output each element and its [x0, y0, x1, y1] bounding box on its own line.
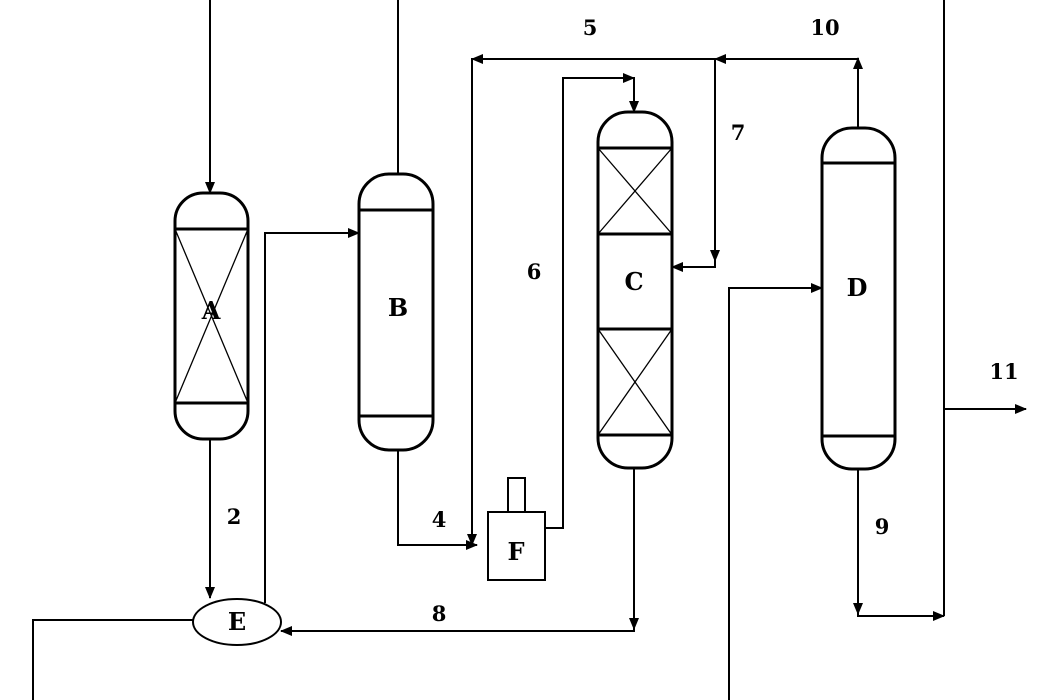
feed-line-d — [728, 283, 823, 700]
vessel-b: B — [357, 172, 435, 452]
vessel-d-label: D — [847, 273, 868, 302]
stream-e-outlet-line — [32, 619, 193, 700]
stream-5-line — [467, 58, 715, 546]
exchanger-e: E — [192, 598, 282, 646]
vessel-c-label: C — [624, 267, 643, 296]
stream-9-label: 9 — [875, 514, 890, 539]
stream-7-label: 7 — [731, 120, 746, 145]
stream-6-label: 6 — [527, 259, 542, 284]
vessel-c: C — [596, 110, 674, 470]
stream-e-to-b-line — [264, 228, 360, 603]
stream-4-label: 4 — [432, 507, 447, 532]
vessel-d: D — [820, 126, 897, 471]
stream-9-line — [857, 469, 945, 621]
stream-5-label: 5 — [583, 15, 598, 40]
stream-2-label: 2 — [227, 504, 242, 529]
unit-f-label: F — [507, 537, 524, 566]
stream-7-line — [671, 59, 716, 272]
stream-8-line — [280, 468, 635, 636]
vessel-a-label: A — [201, 296, 221, 325]
stream-6-line — [545, 77, 639, 529]
stream-10-line — [715, 58, 859, 128]
stream-11-label: 11 — [989, 359, 1018, 384]
stream-8-label: 8 — [432, 601, 447, 626]
unit-f: F — [487, 477, 546, 581]
vessel-b-label: B — [388, 293, 408, 322]
vessel-a: A — [173, 191, 250, 441]
stream-4-line — [397, 450, 478, 550]
stream-10-label: 10 — [810, 15, 839, 40]
exchanger-e-label: E — [228, 607, 246, 636]
